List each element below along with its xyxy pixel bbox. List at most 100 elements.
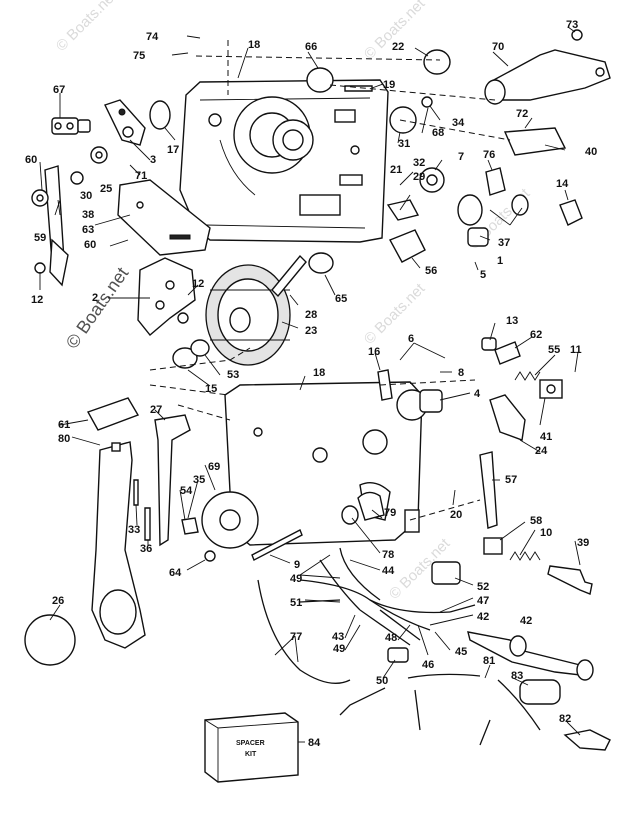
callout: 36	[140, 543, 152, 555]
spacer-kit-box: SPACER KIT	[204, 712, 299, 783]
callout: 41	[540, 431, 552, 443]
gear-wheel-part	[205, 264, 291, 366]
callout: 65	[335, 293, 347, 305]
leader-lines	[39, 26, 581, 743]
bracket-part	[503, 127, 567, 156]
callout: 47	[477, 595, 489, 607]
screw-part	[34, 262, 46, 274]
cap-part	[357, 491, 385, 521]
connector-part	[494, 341, 521, 365]
callout: 76	[483, 149, 495, 161]
control-handle-part	[91, 441, 146, 649]
callout: 56	[425, 265, 437, 277]
callout: 66	[305, 41, 317, 53]
callout: 19	[383, 79, 395, 91]
watermark-text: © Boats.net	[53, 0, 121, 55]
callout: 23	[305, 325, 317, 337]
callout: 17	[167, 144, 179, 156]
oring-part	[149, 100, 171, 130]
lever-part	[489, 394, 526, 441]
callout: 68	[432, 127, 444, 139]
key-part	[559, 199, 583, 226]
kit-label-line1: SPACER	[236, 740, 265, 747]
switch-part	[419, 167, 445, 193]
callout: 3	[150, 154, 156, 166]
lever-bar-part	[154, 414, 191, 547]
nut-part	[571, 29, 583, 41]
bolt-part	[251, 529, 303, 561]
callout: 55	[548, 344, 560, 356]
callout: 42	[477, 611, 489, 623]
callout: 67	[53, 84, 65, 96]
ring-part	[190, 339, 210, 357]
kit-label-line2: KIT	[245, 751, 257, 758]
callout: 1	[497, 255, 503, 267]
callout: 30	[80, 190, 92, 202]
callout: 18	[248, 39, 260, 51]
spring-part	[514, 371, 541, 381]
callout: 40	[585, 146, 597, 158]
ring-part	[511, 194, 529, 216]
callout: 14	[556, 178, 569, 190]
ring-part	[172, 347, 198, 369]
callout: 78	[382, 549, 394, 561]
callout: 54	[180, 485, 193, 497]
cylinder-part	[457, 194, 483, 226]
washer-part	[70, 171, 84, 185]
wire-part	[339, 687, 386, 716]
callout: 49	[333, 643, 345, 655]
callout: 9	[294, 559, 300, 571]
plug-part	[387, 647, 409, 663]
screw-part	[204, 550, 216, 562]
callout: 57	[505, 474, 517, 486]
callout: 21	[390, 164, 402, 176]
plunger-part	[547, 565, 593, 595]
callout: 79	[384, 507, 396, 519]
spring-part	[509, 551, 541, 561]
screw-part	[133, 479, 139, 506]
cylinder-part	[519, 679, 561, 705]
callout: 53	[227, 369, 239, 381]
nut-part	[421, 96, 433, 108]
callout: 51	[290, 597, 302, 609]
plate-part	[117, 179, 211, 256]
callout: 6	[408, 333, 414, 345]
callout: 16	[368, 346, 380, 358]
callout: 49	[290, 573, 302, 585]
throttle-arm-part	[484, 49, 611, 105]
callout: 24	[535, 445, 548, 457]
callout: 60	[84, 239, 96, 251]
callout: 62	[530, 329, 542, 341]
callout: 72	[516, 108, 528, 120]
callout: 10	[540, 527, 552, 539]
callout: 60	[25, 154, 37, 166]
callout: 12	[192, 278, 204, 290]
callout: 4	[474, 388, 481, 400]
callout: 52	[477, 581, 489, 593]
callout: 64	[169, 567, 182, 579]
callout: 8	[458, 367, 464, 379]
callout: 29	[413, 171, 425, 183]
clip-part	[386, 199, 420, 221]
callout: 20	[450, 509, 462, 521]
callout: 34	[452, 117, 465, 129]
callout: 75	[133, 50, 145, 62]
screw-part	[344, 85, 373, 92]
callout: 12	[31, 294, 43, 306]
callout: 74	[146, 31, 159, 43]
ring-part	[308, 252, 334, 274]
callout: 58	[530, 515, 542, 527]
callout: 22	[392, 41, 404, 53]
shift-arm-part	[31, 165, 69, 287]
callout: 28	[305, 309, 317, 321]
wire-part	[407, 673, 481, 731]
clip-part	[181, 517, 199, 535]
callout: 13	[506, 315, 518, 327]
callout: 38	[82, 209, 94, 221]
callout: 35	[193, 474, 205, 486]
bolt-part	[271, 254, 307, 298]
switch-part	[431, 561, 461, 585]
callout: 7	[458, 151, 464, 163]
